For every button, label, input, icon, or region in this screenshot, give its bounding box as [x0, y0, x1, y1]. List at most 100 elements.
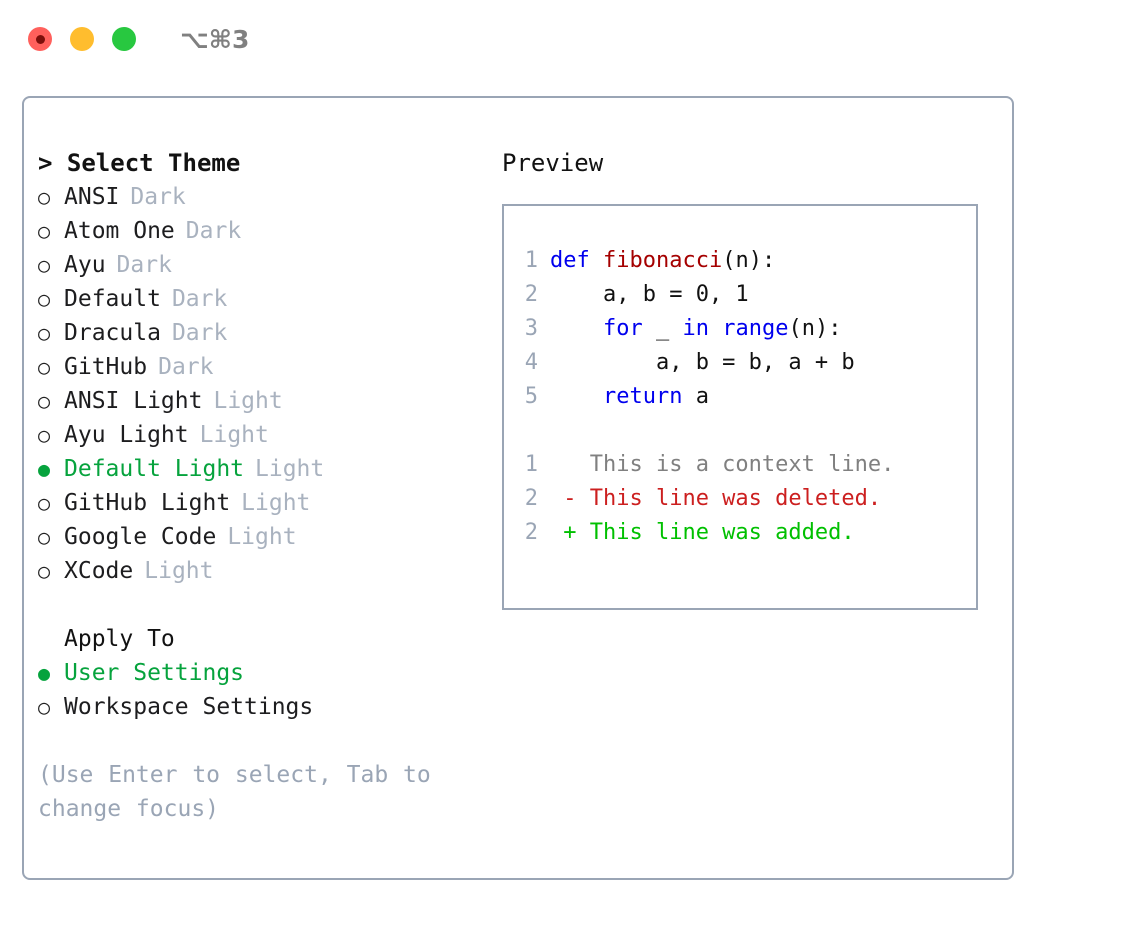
maximize-button[interactable]: [112, 27, 136, 51]
theme-option-tag: Dark: [185, 218, 242, 244]
code-text: def fibonacci(n):: [550, 244, 775, 278]
code-token-kw: for: [602, 316, 643, 341]
apply-to-list[interactable]: ● User Settings ○ Workspace Settings: [38, 656, 468, 724]
minimize-button[interactable]: [70, 27, 94, 51]
radio-unselected-icon: ○: [38, 185, 51, 209]
radio-unselected-icon: ○: [38, 389, 51, 413]
keyboard-shortcut-label: ⌥⌘3: [180, 24, 250, 54]
code-line: 2 a, b = 0, 1: [504, 278, 976, 312]
theme-option-label: Default: [64, 286, 161, 312]
select-theme-header: > Select Theme: [38, 149, 241, 177]
code-text: a, b = b, a + b: [550, 346, 855, 380]
theme-option-label: Dracula: [64, 320, 161, 346]
radio-unselected-icon: ○: [38, 287, 51, 311]
theme-option-label: Default Light: [64, 456, 245, 482]
code-token-kw: return: [602, 384, 683, 409]
code-token-plain: [590, 248, 603, 273]
title-bar: ⌥⌘3: [0, 0, 1140, 78]
theme-option[interactable]: ○ GitHub Dark: [38, 350, 468, 384]
line-number: 2: [524, 486, 538, 511]
theme-option-tag: Light: [199, 422, 269, 448]
code-token-plain: (n):: [722, 248, 776, 273]
code-token-plain: (n):: [788, 316, 842, 341]
code-text: for _ in range(n):: [550, 312, 841, 346]
line-number: 2: [524, 282, 538, 307]
diff-line: 2 - This line was deleted.: [504, 482, 976, 516]
keyboard-hint-text: (Use Enter to select, Tab to change focu…: [38, 762, 431, 822]
theme-option-tag: Light: [227, 524, 297, 550]
diff-sample: 1 This is a context line. 2 - This line w…: [504, 448, 976, 550]
radio-unselected-icon: ○: [38, 423, 51, 447]
code-token-plain: [550, 316, 603, 341]
radio-unselected-icon: ○: [38, 559, 51, 583]
theme-option-label: GitHub: [64, 354, 148, 380]
theme-option-label: ANSI Light: [64, 388, 203, 414]
apply-to-option-label: Workspace Settings: [64, 694, 314, 720]
diff-text-add: + This line was added.: [550, 520, 855, 545]
code-token-plain: a, b = b, a + b: [550, 350, 855, 375]
recording-dot-icon: [35, 34, 45, 44]
code-line: 4 a, b = b, a + b: [504, 346, 976, 380]
radio-unselected-icon: ○: [38, 491, 51, 515]
code-token-plain: a: [682, 384, 709, 409]
code-line: 5 return a: [504, 380, 976, 414]
code-line: 3 for _ in range(n):: [504, 312, 976, 346]
code-line: 1 def fibonacci(n):: [504, 244, 976, 278]
theme-option-tag: Dark: [116, 252, 172, 278]
code-diff-spacer: [504, 414, 976, 448]
diff-text-ctx: This is a context line.: [550, 452, 895, 477]
theme-option-label: Atom One: [64, 218, 175, 244]
radio-unselected-icon: ○: [38, 695, 51, 719]
radio-selected-icon: ●: [38, 661, 51, 685]
radio-selected-icon: ●: [38, 457, 51, 481]
radio-unselected-icon: ○: [38, 355, 51, 379]
code-token-plain: [550, 384, 603, 409]
code-token-kw: def: [550, 248, 590, 273]
radio-unselected-icon: ○: [38, 219, 51, 243]
radio-unselected-icon: ○: [38, 253, 51, 277]
window-controls: [28, 27, 136, 51]
preview-title: Preview: [502, 149, 604, 177]
radio-unselected-icon: ○: [38, 525, 51, 549]
line-number: 1: [524, 248, 538, 273]
code-token-fn: fibonacci: [603, 248, 723, 273]
theme-option-tag: Light: [255, 456, 325, 482]
line-number: 2: [524, 520, 538, 545]
diff-text-del: - This line was deleted.: [550, 486, 882, 511]
theme-option[interactable]: ● Default Light Light: [38, 452, 468, 486]
theme-option-label: XCode: [64, 558, 134, 584]
theme-option-tag: Dark: [158, 354, 214, 380]
code-text: a, b = 0, 1: [550, 278, 749, 312]
theme-option-tag: Dark: [130, 184, 186, 210]
radio-unselected-icon: ○: [38, 321, 51, 345]
line-number: 5: [524, 384, 538, 409]
theme-option[interactable]: ○ Google Code Light: [38, 520, 468, 554]
close-button[interactable]: [28, 27, 52, 51]
theme-option-label: GitHub Light: [64, 490, 231, 516]
apply-to-header: Apply To: [64, 626, 175, 652]
line-number: 1: [524, 452, 538, 477]
code-token-kw: range: [722, 316, 789, 341]
code-token-kw: in: [682, 316, 709, 341]
code-token-plain: a, b = 0, 1: [550, 282, 749, 307]
apply-to-option[interactable]: ○ Workspace Settings: [38, 690, 468, 724]
line-number: 3: [524, 316, 538, 341]
theme-option[interactable]: ○ Atom One Dark: [38, 214, 468, 248]
apply-to-option-label: User Settings: [64, 660, 245, 686]
theme-option-label: Google Code: [64, 524, 217, 550]
apply-to-option[interactable]: ● User Settings: [38, 656, 468, 690]
